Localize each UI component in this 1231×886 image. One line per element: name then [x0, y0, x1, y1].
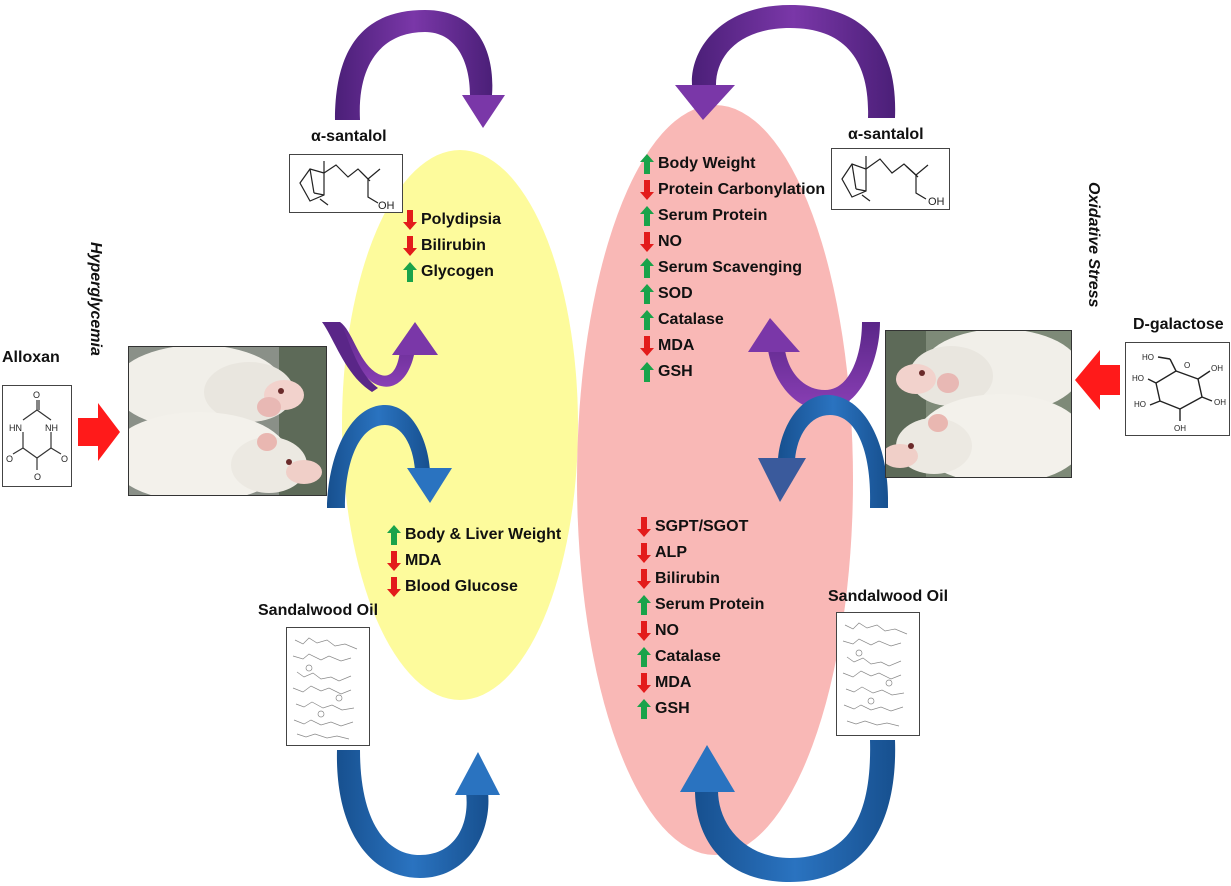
- effect-item: Body Weight: [640, 151, 825, 177]
- effect-item: Body & Liver Weight: [387, 522, 561, 548]
- sandalwood-oil-structure-left: [286, 627, 370, 746]
- up-arrow-icon: [640, 310, 654, 330]
- effect-item: Polydipsia: [403, 207, 501, 233]
- sandalwood-oil-label-left: Sandalwood Oil: [258, 602, 379, 619]
- yellow-ellipse: [342, 150, 578, 700]
- right-bottom-effects: SGPT/SGOT ALP Bilirubin Serum Protein NO…: [637, 514, 764, 722]
- carbonyl-o-left: O: [6, 454, 13, 464]
- d-galactose-label: D-galactose: [1133, 316, 1224, 333]
- blue-cross-arrow-right: [758, 394, 889, 508]
- effect-item: Glycogen: [403, 259, 501, 285]
- down-arrow-icon: [637, 673, 651, 693]
- effect-item: Catalase: [637, 644, 764, 670]
- carbonyl-o-right: O: [61, 454, 68, 464]
- galactose-ho-top: HO: [1142, 353, 1154, 362]
- down-arrow-icon: [637, 621, 651, 641]
- blue-loop-arrow-bottom-left: [336, 750, 500, 878]
- purple-loop-arrow-top-right: [675, 5, 896, 120]
- effect-item: Serum Protein: [637, 592, 764, 618]
- right-top-effects: Body Weight Protein Carbonylation Serum …: [640, 151, 825, 385]
- galactose-ring-o: O: [1184, 361, 1190, 370]
- galactose-oh-bottom: OH: [1174, 424, 1186, 433]
- nh-right: NH: [45, 423, 58, 433]
- effect-item: SGPT/SGOT: [637, 514, 764, 540]
- galactose-ho-mid: HO: [1132, 374, 1144, 383]
- effect-item: NO: [640, 229, 825, 255]
- alloxan-label: Alloxan: [2, 349, 60, 366]
- effect-item: MDA: [640, 333, 825, 359]
- effect-item: Serum Protein: [640, 203, 825, 229]
- down-arrow-icon: [640, 336, 654, 356]
- purple-cross-arrow-right: [748, 318, 880, 410]
- santalol-oh-right: OH: [928, 196, 945, 208]
- down-arrow-icon: [387, 577, 401, 597]
- up-arrow-icon: [640, 284, 654, 304]
- santalol-oh-left: OH: [378, 200, 395, 212]
- blue-loop-arrow-bottom-right: [680, 740, 896, 882]
- d-galactose-structure: HO O OH OH OH HO HO: [1125, 342, 1230, 436]
- galactose-oh-right-low: OH: [1214, 398, 1226, 407]
- up-arrow-icon: [403, 262, 417, 282]
- down-arrow-icon: [637, 569, 651, 589]
- rat-photo-left: [128, 346, 327, 496]
- down-arrow-icon: [640, 180, 654, 200]
- effect-item: NO: [637, 618, 764, 644]
- hyperglycemia-label: Hyperglycemia: [87, 242, 104, 356]
- sandalwood-oil-label-right: Sandalwood Oil: [828, 588, 949, 605]
- up-arrow-icon: [637, 647, 651, 667]
- effect-item: MDA: [637, 670, 764, 696]
- down-arrow-icon: [387, 551, 401, 571]
- up-arrow-icon: [640, 206, 654, 226]
- alpha-santalol-structure-right: OH: [831, 148, 950, 210]
- purple-cross-arrow-left: [322, 322, 438, 392]
- effect-item: Catalase: [640, 307, 825, 333]
- effect-item: Blood Glucose: [387, 574, 561, 600]
- up-arrow-icon: [640, 154, 654, 174]
- purple-loop-arrow-top-left: [335, 10, 505, 128]
- left-bottom-effects: Body & Liver Weight MDA Blood Glucose: [387, 522, 561, 600]
- blue-cross-arrow-left: [327, 405, 452, 508]
- carbonyl-o-bottom: O: [34, 472, 41, 482]
- up-arrow-icon: [637, 595, 651, 615]
- up-arrow-icon: [640, 362, 654, 382]
- down-arrow-icon: [637, 517, 651, 537]
- down-arrow-icon: [637, 543, 651, 563]
- effect-item: Bilirubin: [637, 566, 764, 592]
- effect-item: Bilirubin: [403, 233, 501, 259]
- galactose-oh-right: OH: [1211, 364, 1223, 373]
- alpha-santalol-label-left: α-santalol: [311, 128, 387, 145]
- alloxan-structure: O NH HN O O O: [2, 385, 72, 487]
- up-arrow-icon: [640, 258, 654, 278]
- effect-item: Serum Scavenging: [640, 255, 825, 281]
- effect-item: GSH: [640, 359, 825, 385]
- hn-left: HN: [9, 423, 22, 433]
- carbonyl-o-top: O: [33, 390, 40, 400]
- alpha-santalol-structure-left: OH: [289, 154, 403, 213]
- up-arrow-icon: [387, 525, 401, 545]
- up-arrow-icon: [637, 699, 651, 719]
- red-arrow-right: [1075, 350, 1120, 410]
- galactose-ho-left: HO: [1134, 400, 1146, 409]
- down-arrow-icon: [403, 210, 417, 230]
- effect-item: ALP: [637, 540, 764, 566]
- down-arrow-icon: [403, 236, 417, 256]
- red-arrow-left: [78, 403, 120, 461]
- down-arrow-icon: [640, 232, 654, 252]
- alpha-santalol-label-right: α-santalol: [848, 126, 924, 143]
- effect-item: GSH: [637, 696, 764, 722]
- effect-item: SOD: [640, 281, 825, 307]
- left-top-effects: Polydipsia Bilirubin Glycogen: [403, 207, 501, 285]
- rat-photo-right: [885, 330, 1072, 478]
- effect-item: MDA: [387, 548, 561, 574]
- sandalwood-oil-structure-right: [836, 612, 920, 736]
- effect-item: Protein Carbonylation: [640, 177, 825, 203]
- oxidative-stress-label: Oxidative Stress: [1085, 182, 1102, 308]
